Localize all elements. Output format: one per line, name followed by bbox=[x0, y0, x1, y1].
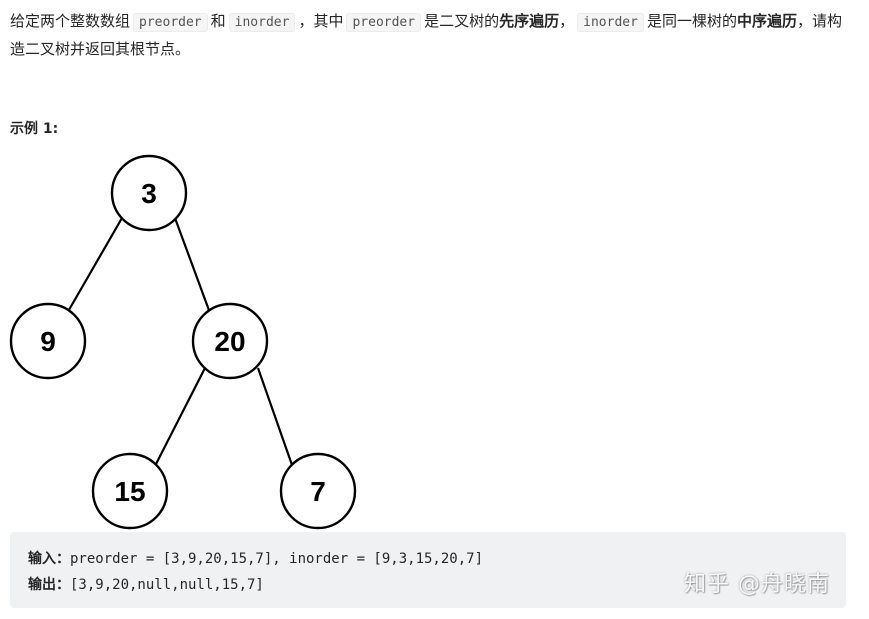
output-value: [3,9,20,null,null,15,7] bbox=[70, 577, 264, 593]
example-io-box: 输入：preorder = [3,9,20,15,7], inorder = [… bbox=[10, 532, 846, 608]
desc-text-1: 给定两个整数数组 bbox=[10, 12, 131, 30]
tree-node-15 bbox=[91, 452, 169, 530]
desc-text-5: ， bbox=[559, 12, 575, 30]
tree-node-label-7: 7 bbox=[310, 476, 326, 507]
code-inorder: inorder bbox=[228, 13, 296, 32]
binary-tree-diagram: 3 9 20 15 7 bbox=[9, 154, 357, 530]
code-inorder-2: inorder bbox=[577, 13, 644, 32]
tree-node-3 bbox=[110, 154, 188, 232]
tree-node-7 bbox=[279, 452, 357, 530]
input-value: preorder = [3,9,20,15,7], inorder = [9,3… bbox=[70, 551, 484, 567]
tree-node-label-20: 20 bbox=[214, 326, 245, 357]
desc-text-2: 和 bbox=[210, 12, 226, 30]
desc-text-3: ，其中 bbox=[298, 12, 344, 30]
example-title: 示例 1: bbox=[10, 121, 59, 137]
input-label: 输入： bbox=[28, 551, 70, 567]
desc-text-4: 是二叉树的 bbox=[424, 12, 500, 30]
edge-3-9 bbox=[61, 217, 123, 323]
output-line: 输出：[3,9,20,null,null,15,7] bbox=[28, 574, 264, 594]
tree-node-label-15: 15 bbox=[114, 476, 145, 507]
tree-node-9 bbox=[9, 302, 87, 380]
edge-20-15 bbox=[154, 367, 206, 467]
input-line: 输入：preorder = [3,9,20,15,7], inorder = [… bbox=[28, 548, 483, 568]
edge-20-7 bbox=[256, 367, 294, 466]
desc-text-7: ，请构造二叉树并返回其根节点。 bbox=[10, 12, 842, 58]
tree-node-label-3: 3 bbox=[141, 178, 157, 209]
desc-bold-inorder-traversal: 中序遍历 bbox=[736, 12, 797, 30]
tree-node-label-9: 9 bbox=[40, 326, 56, 357]
zhihu-watermark: 知乎 @舟晓南 bbox=[684, 572, 830, 597]
edge-3-20 bbox=[173, 217, 212, 314]
output-label: 输出： bbox=[28, 577, 70, 593]
code-preorder: preorder bbox=[133, 13, 208, 32]
desc-text-6: 是同一棵树的 bbox=[646, 12, 737, 30]
tree-node-20 bbox=[191, 302, 269, 380]
desc-bold-preorder-traversal: 先序遍历 bbox=[499, 12, 560, 30]
code-preorder-2: preorder bbox=[346, 13, 422, 32]
